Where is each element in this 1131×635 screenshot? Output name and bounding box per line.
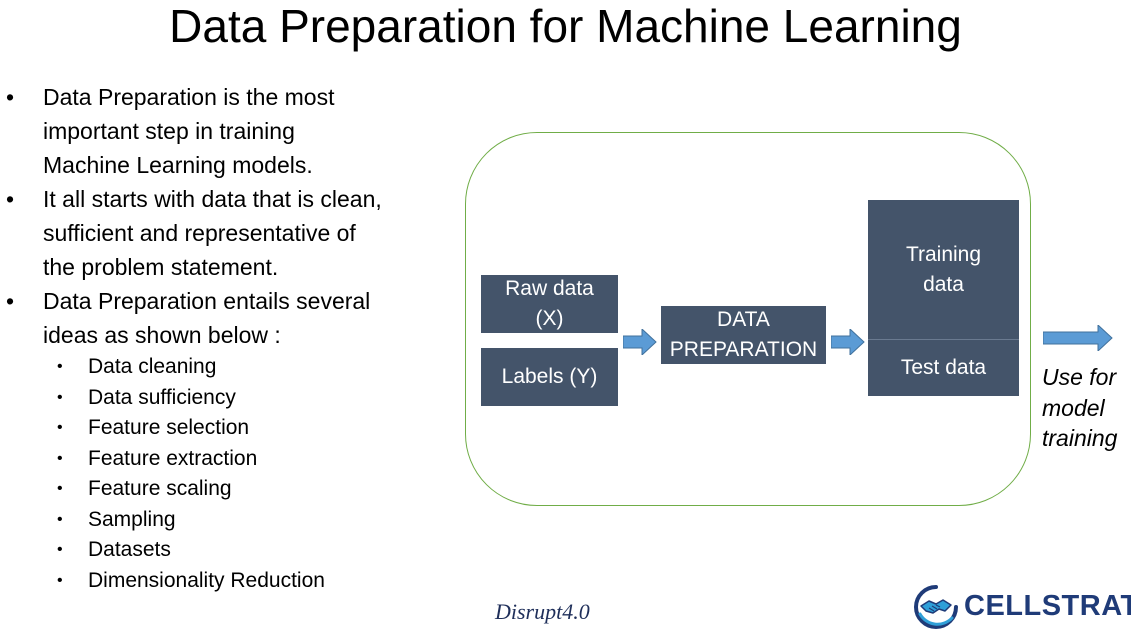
sub-bullet-dot: •	[57, 571, 63, 589]
sub-bullet-item: • Data cleaning	[0, 352, 450, 383]
labels-label: Labels (Y)	[501, 365, 598, 388]
sub-bullet-dot: •	[57, 510, 63, 528]
labels-box: Labels (Y)	[481, 348, 618, 406]
sub-bullet-item: • Feature selection	[0, 413, 450, 444]
bullet-item: • It all starts with data that is clean,…	[0, 182, 450, 284]
sub-bullet-item: • Feature extraction	[0, 444, 450, 475]
sub-bullet-label: Dimensionality Reduction	[88, 568, 325, 592]
cellstrat-logo: CELLSTRAT	[912, 582, 1131, 632]
page-title: Data Preparation for Machine Learning	[169, 0, 962, 52]
data-preparation-label: PREPARATION	[669, 338, 818, 361]
use-text-line: training	[1042, 425, 1118, 451]
sub-bullet-dot: •	[57, 449, 63, 467]
sub-bullet-label: Feature extraction	[88, 446, 258, 470]
sub-bullet-item: • Datasets	[0, 535, 450, 566]
bullet-line: ideas as shown below :	[43, 322, 281, 348]
handshake-globe-icon	[914, 585, 958, 629]
test-data-label: Test data	[900, 356, 987, 379]
sub-bullet-label: Sampling	[88, 507, 176, 531]
arrow-right-icon	[623, 329, 657, 355]
sub-bullet-label: Datasets	[88, 538, 171, 561]
sub-bullet-label: Data sufficiency	[88, 385, 236, 409]
sub-bullet-label: Feature scaling	[88, 477, 232, 500]
bullet-dot: •	[6, 288, 15, 314]
use-text-line: model	[1042, 394, 1105, 421]
bullet-line: It all starts with data that is clean,	[43, 186, 382, 212]
bullet-line: Data Preparation entails several	[43, 288, 371, 314]
training-data-box: Training data	[868, 200, 1019, 339]
bullet-item: • Data Preparation entails several ideas…	[0, 284, 450, 596]
bullet-line: important step in training	[43, 118, 295, 144]
use-text-line: Use for	[1042, 364, 1117, 390]
sub-bullet-label: Feature selection	[88, 416, 250, 439]
sub-bullet-dot: •	[57, 358, 63, 375]
raw-data-box: Raw data (X)	[481, 275, 618, 333]
sub-bullet-item: • Feature scaling	[0, 474, 450, 505]
arrow-right-icon	[1043, 325, 1113, 351]
sub-bullet-list: • Data cleaning • Data sufficiency • Featur…	[43, 352, 450, 596]
logo-text: CELLSTRAT	[964, 590, 1131, 622]
diagram-panel	[465, 132, 1031, 506]
bullet-item: • Data Preparation is the most important…	[0, 80, 450, 182]
data-preparation-label: DATA	[717, 308, 770, 331]
bullet-list: • Data Preparation is the most important…	[0, 80, 450, 596]
sub-bullet-dot: •	[57, 541, 63, 558]
raw-data-label: (X)	[535, 307, 564, 330]
sub-bullet-dot: •	[57, 419, 63, 436]
disrupt-label: Disrupt4.0	[495, 599, 590, 624]
bullet-line: sufficient and representative of	[43, 220, 356, 246]
sub-bullet-item: • Dimensionality Reduction	[0, 566, 450, 597]
sub-bullet-item: • Sampling	[0, 505, 450, 536]
data-preparation-box: DATA PREPARATION	[661, 306, 826, 364]
sub-bullet-dot: •	[57, 480, 63, 497]
sub-bullet-label: Data cleaning	[88, 355, 217, 378]
bullet-dot: •	[6, 186, 15, 212]
use-for-model-training-text: Use for model training	[1042, 362, 1117, 454]
test-data-box: Test data	[868, 339, 1019, 396]
arrow-right-icon	[831, 329, 865, 355]
bullet-line: Machine Learning models.	[43, 152, 313, 178]
training-data-label: data	[923, 272, 964, 296]
raw-data-label: Raw data	[505, 277, 594, 300]
sub-bullet-item: • Data sufficiency	[0, 383, 450, 414]
sub-bullet-dot: •	[57, 388, 63, 406]
bullet-line: the problem statement.	[43, 254, 279, 280]
training-data-label: Training	[905, 242, 982, 266]
bullet-dot: •	[6, 84, 15, 110]
bullet-line: Data Preparation is the most	[43, 84, 335, 110]
